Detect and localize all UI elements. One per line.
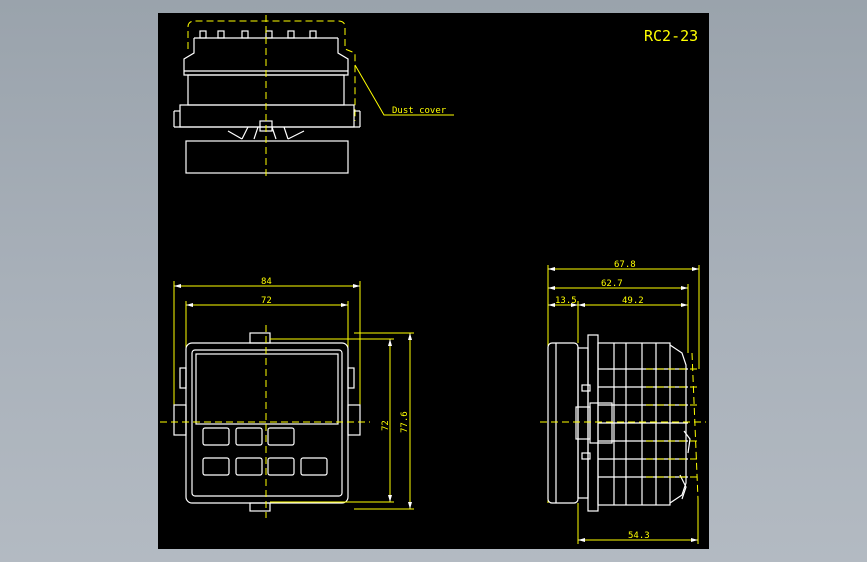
side-view: 67.8 62.7 13.5 49.2: [540, 260, 706, 544]
dim-62-7: 62.7: [601, 279, 623, 289]
dim-84: 84: [261, 277, 272, 287]
dim-49-2: 49.2: [622, 296, 644, 306]
dim-54-3: 54.3: [628, 531, 650, 541]
dust-cover-outline: [187, 20, 356, 121]
dust-cover-leader: [354, 64, 454, 116]
dim-67-8: 67.8: [614, 260, 636, 270]
top-body: [173, 38, 361, 174]
cad-drawing: RC2-23: [160, 15, 706, 544]
dim-77-6: 77.6: [400, 411, 410, 433]
dim-13-5: 13.5: [555, 296, 577, 306]
top-view: Dust cover: [173, 15, 454, 177]
dim-72-height: 72: [381, 420, 391, 431]
dust-cover-label: Dust cover: [392, 106, 447, 116]
drawing-title: RC2-23: [644, 27, 698, 45]
drawing-viewport[interactable]: RC2-23: [158, 13, 709, 549]
front-view: 84 72: [160, 277, 414, 518]
dim-72-width: 72: [261, 296, 272, 306]
